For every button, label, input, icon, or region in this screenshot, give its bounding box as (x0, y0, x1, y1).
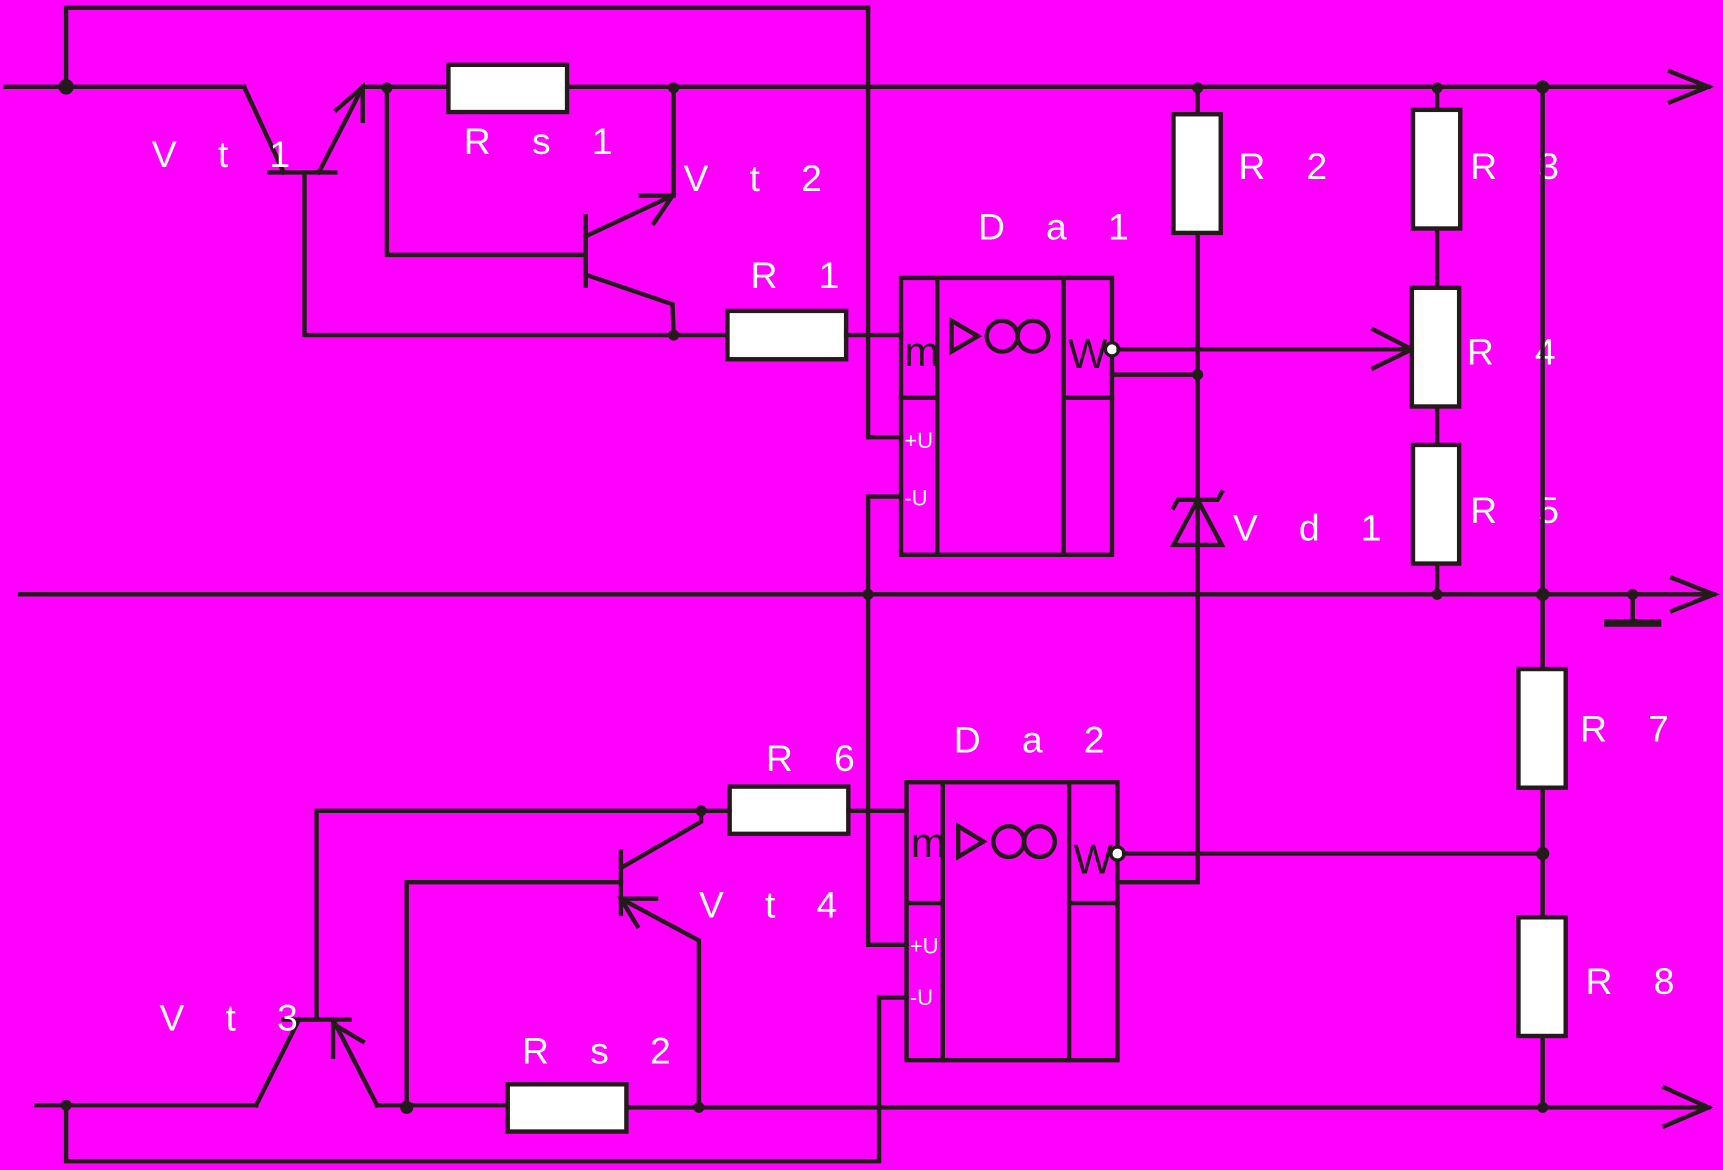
zener-diode-vd1 (1169, 489, 1226, 548)
label-vt3: V t 3 (160, 996, 314, 1038)
label-r5: R 5 (1470, 489, 1574, 531)
label-rs2: R s 2 (522, 1029, 686, 1071)
label-da1: D a 1 (978, 205, 1144, 247)
ground-rail-wire (17, 575, 1720, 627)
opamp-minus-label: -U (910, 985, 933, 1010)
bottom-rail-wire (34, 995, 1714, 1164)
label-r2: R 2 (1238, 145, 1342, 187)
label-da2: D a 2 (954, 719, 1120, 761)
amplifier-triangle-icon (949, 316, 983, 356)
label-rs1: R s 1 (464, 120, 628, 162)
resistor-r2 (1171, 112, 1223, 236)
label-vt2: V t 2 (684, 157, 838, 199)
resistor-r3 (1410, 107, 1463, 231)
top-rail-wire (3, 5, 1715, 440)
resistor-r6 (727, 784, 851, 837)
label-vt1: V t 1 (152, 133, 306, 175)
transistor-vt2 (381, 82, 680, 338)
resistor-r7 (1516, 666, 1568, 790)
opamp-plus-label: +U (910, 934, 939, 959)
label-r7: R 7 (1580, 708, 1684, 750)
opamp-minus-label: -U (904, 485, 927, 510)
opamp-out-label: W (1074, 835, 1114, 882)
label-r3: R 3 (1470, 145, 1574, 187)
resistor-r1 (725, 308, 849, 362)
potentiometer-r4 (1409, 285, 1462, 409)
opamp-out-label: W (1068, 330, 1108, 377)
label-vd1: V d 1 (1233, 507, 1397, 549)
label-r6: R 6 (766, 737, 870, 779)
opamp-in-label: m (911, 819, 946, 866)
opamp-plus-label: +U (904, 428, 933, 453)
label-r1: R 1 (751, 254, 855, 296)
resistor-r5 (1410, 442, 1462, 566)
transistor-vt3 (253, 1016, 380, 1109)
label-r8: R 8 (1585, 960, 1689, 1002)
label-vt4: V t 4 (699, 883, 853, 925)
label-r4: R 4 (1467, 331, 1571, 373)
resistor-r8 (1516, 915, 1568, 1039)
resistor-rs1 (446, 62, 570, 115)
resistor-rs2 (505, 1082, 629, 1134)
transistor-vt1 (241, 81, 730, 341)
amplifier-triangle-icon (955, 822, 988, 861)
opamp-da1: m W +U -U (898, 275, 1121, 557)
transistor-vt4 (404, 808, 704, 1110)
opamp-da2: m W +U -U (904, 780, 1126, 1063)
opamp-in-label: m (904, 328, 939, 375)
